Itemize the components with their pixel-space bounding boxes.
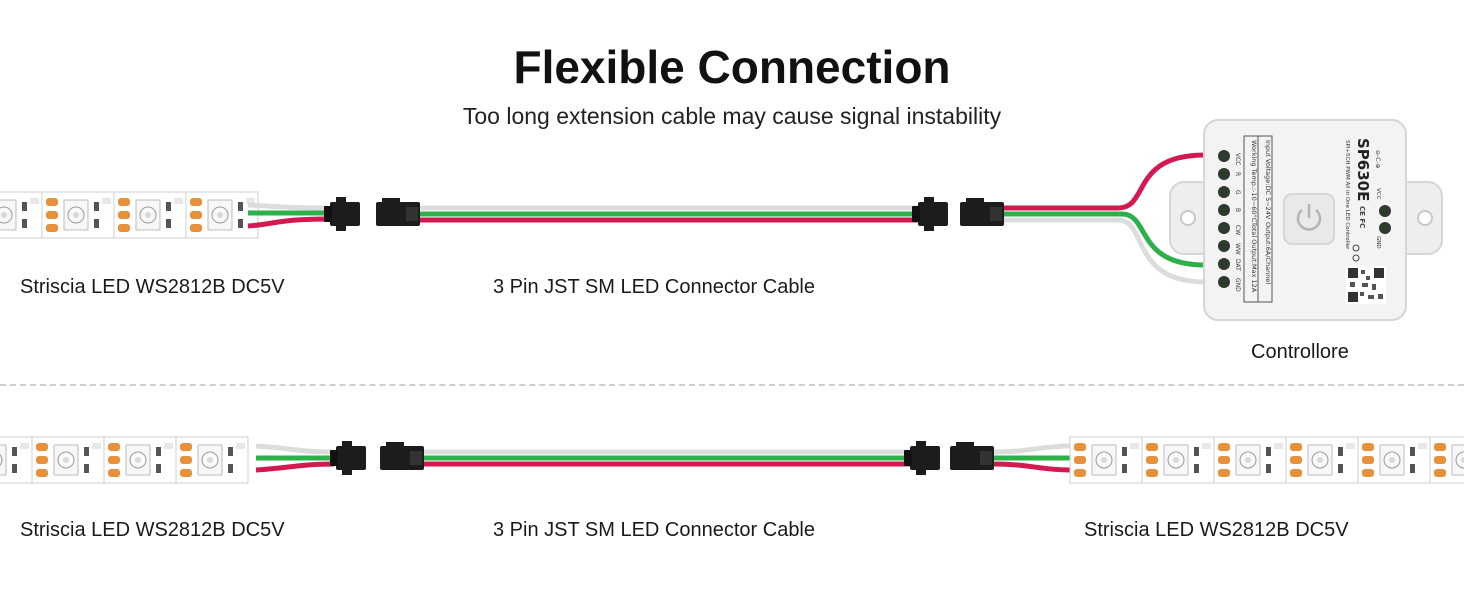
power-icon — [1296, 204, 1322, 231]
controller-spec-total-output: Total Output:Max 12A — [1250, 221, 1258, 293]
led-strip-bottom-left — [0, 436, 249, 484]
led-controller: VCC R G B CW WW DAT GND Input Voltage:DC… — [1169, 119, 1443, 321]
jst-connector-female-top-left — [376, 198, 420, 226]
page-subtitle: Too long extension cable may cause signa… — [462, 103, 1002, 129]
controller-power-button — [1283, 193, 1335, 245]
pin-label-ww: WW — [1234, 243, 1241, 255]
pin-label-gnd: GND — [1234, 278, 1241, 292]
controller-spec-working-temp: Working Temp.:-10~60°C — [1250, 140, 1258, 223]
pin-label-dat: DAT — [1234, 259, 1241, 271]
label-cable-top: 3 Pin JST SM LED Connector Cable — [493, 276, 816, 298]
pin-label-b: B — [1234, 208, 1241, 212]
led-strip-bottom-right — [1069, 436, 1464, 484]
page-title: Flexible Connection — [513, 41, 951, 93]
svg-text:⊖-C-⊕: ⊖-C-⊕ — [1374, 150, 1381, 169]
label-strip-bottom-right: Striscia LED WS2812B DC5V — [1084, 519, 1349, 541]
jst-connector-male-top-right — [912, 197, 948, 231]
controller-spec-input-voltage: Input Voltage:DC 5~24V — [1264, 140, 1272, 220]
jst-connector-female-bottom-left — [380, 442, 424, 470]
power-input-terminals: ⊖-C-⊕ VCC GND — [1374, 150, 1391, 249]
svg-text:CE FC: CE FC — [1358, 206, 1366, 228]
jst-connector-female-top-right — [960, 198, 1004, 226]
jst-connector-female-bottom-right — [950, 442, 994, 470]
label-controller: Controllore — [1251, 341, 1349, 363]
cable-top-strip-lead — [247, 202, 329, 229]
pin-label-cw: CW — [1234, 225, 1241, 235]
controller-model: SP630E — [1354, 138, 1372, 201]
controller-description: SPI+5CH PWM All in One LED Controller — [1344, 140, 1350, 250]
section-divider — [0, 384, 1464, 386]
jst-connector-male-bottom-right — [904, 441, 940, 475]
controller-pin-terminals — [1218, 150, 1230, 288]
qr-code-icon — [1346, 266, 1386, 304]
label-cable-bottom: 3 Pin JST SM LED Connector Cable — [493, 519, 816, 541]
label-strip-top-left: Striscia LED WS2812B DC5V — [20, 276, 285, 298]
certification-icons: CE FC — [1352, 206, 1366, 262]
cable-bottom-strip-lead-right — [993, 443, 1071, 473]
extension-cable-top — [420, 205, 918, 223]
pin-label-r: R — [1234, 172, 1241, 176]
cable-bottom-strip-lead-left — [255, 443, 335, 473]
power-label-gnd: GND — [1375, 236, 1381, 249]
led-strip-top-left — [0, 191, 259, 239]
power-label-vcc: VCC — [1375, 188, 1381, 200]
jst-connector-male-bottom-left — [330, 441, 366, 475]
controller-input-wires — [1004, 152, 1206, 285]
label-strip-bottom-left: Striscia LED WS2812B DC5V — [20, 519, 285, 541]
pin-label-g: G — [1234, 190, 1241, 195]
pin-label-vcc: VCC — [1234, 153, 1241, 165]
controller-spec-output: Output:6A/Channel — [1264, 222, 1272, 284]
jst-connector-male-top-left — [324, 197, 360, 231]
extension-cable-bottom — [424, 449, 910, 467]
